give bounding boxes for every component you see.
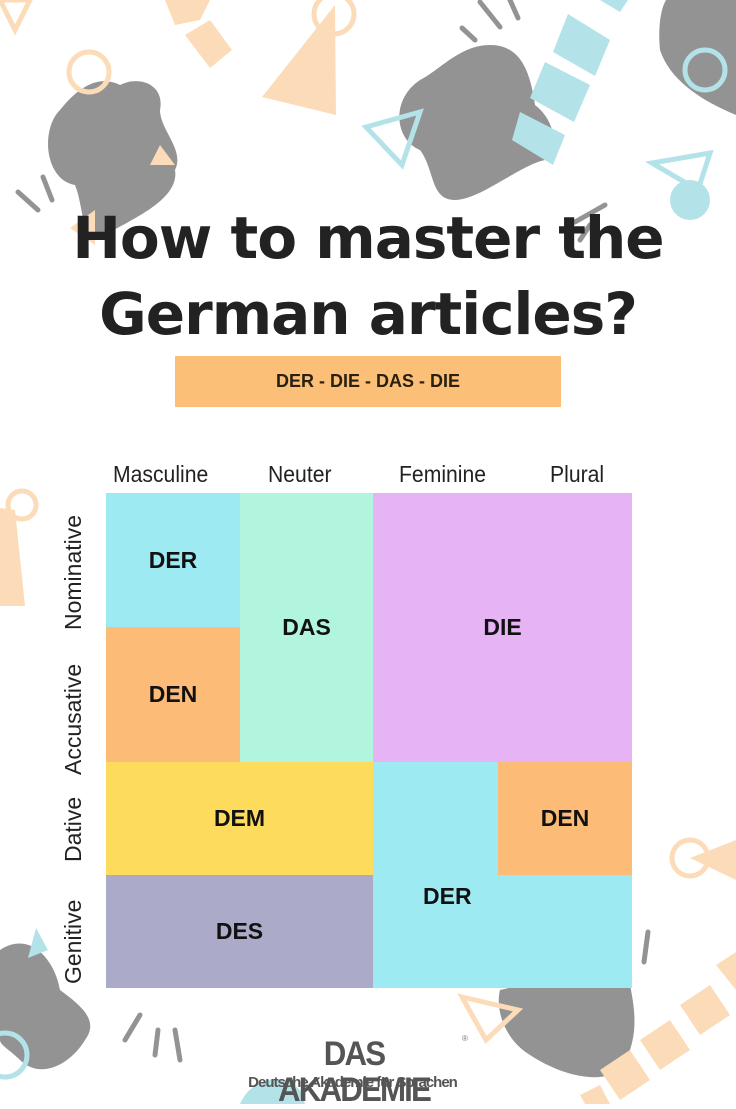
row-header-accusative: Accusative bbox=[60, 663, 86, 775]
cell-nominative-masculine: DER bbox=[106, 493, 240, 627]
cell-label: DAS bbox=[282, 614, 331, 640]
cell-nom-acc-feminine-plural: DIE bbox=[373, 493, 632, 762]
page-title-line2: German articles? bbox=[99, 280, 638, 348]
registered-mark: ® bbox=[462, 1034, 468, 1043]
column-header-plural: Plural bbox=[550, 461, 605, 487]
banner-text: DER - DIE - DAS - DIE bbox=[275, 371, 460, 391]
column-header-masculine: Masculine bbox=[113, 461, 209, 487]
articles-banner: DER - DIE - DAS - DIE bbox=[175, 356, 561, 407]
cell-label: DES bbox=[215, 918, 264, 944]
triangle-solid-icon bbox=[262, 5, 336, 115]
cell-dative-plural: DEN bbox=[498, 762, 632, 875]
cell-accusative-masculine: DEN bbox=[106, 627, 240, 762]
column-header-neuter: Neuter bbox=[268, 461, 332, 487]
row-header-genitive: Genitive bbox=[60, 899, 86, 984]
cell-label: DIE bbox=[483, 614, 522, 640]
logo-tagline: Deutsche Akademie für Sprachen bbox=[248, 1074, 458, 1091]
cell-label: DEN bbox=[148, 681, 198, 707]
cell-label: DEN bbox=[540, 805, 590, 831]
cell-dative-masc-neuter: DEM bbox=[106, 762, 373, 875]
cell-label: DER bbox=[148, 546, 198, 573]
page-title-line1: How to master the bbox=[72, 204, 664, 272]
cell-label: DER bbox=[423, 883, 472, 909]
cell-nom-acc-neuter: DAS bbox=[240, 493, 373, 762]
triangle-outline-icon bbox=[0, 0, 33, 36]
logo-name: DAS AKADEMIE bbox=[277, 1035, 432, 1109]
cell-genitive-masc-neuter: DES bbox=[106, 875, 373, 988]
row-header-nominative: Nominative bbox=[60, 514, 86, 630]
cell-label: DEM bbox=[213, 805, 266, 831]
circle-outline-icon bbox=[66, 49, 112, 95]
column-header-feminine: Feminine bbox=[399, 461, 487, 487]
row-header-dative: Dative bbox=[60, 796, 86, 862]
